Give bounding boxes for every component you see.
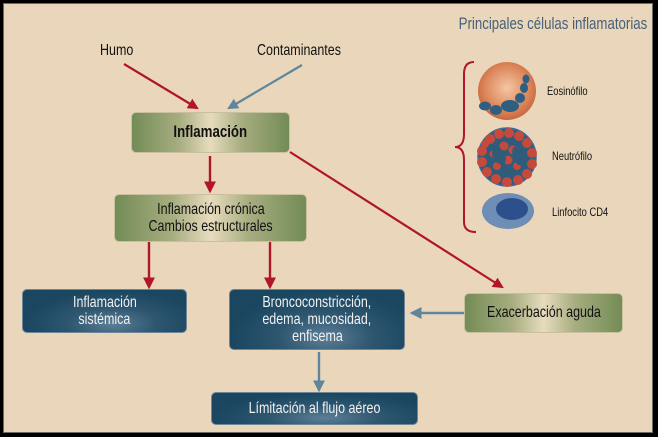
node-systemic-line2: sistémica [78,311,131,328]
legend-title-text: Principales células inflamatorias [458,14,648,33]
node-exacerbation-label: Exacerbación aguda [486,304,601,322]
node-broncho-line3: enfisema [291,328,343,346]
node-systemic-line1: Inflamación [72,293,137,311]
legend-brace [454,61,477,233]
node-broncho-line2: edema, mucosidad, [262,310,372,328]
smoke-label: Humo [100,42,134,59]
node-airflow-limitation: Límitación al flujo aéreo [211,392,418,425]
node-airflow-label: Límitación al flujo aéreo [248,399,381,417]
legend-label-lymphocyte: Linfocito CD4 [552,205,624,219]
lymphocyte-label: Linfocito CD4 [552,205,609,219]
neutrophil-icon [477,127,537,187]
arrow-smoke-to-inflammation [123,63,199,110]
legend-label-eosinophil: Eosinófilo [547,84,607,98]
legend-title: Principales células inflamatorias [432,14,658,34]
node-chronic-line1: Inflamación crónica [156,200,265,218]
pollutants-label: Contaminantes [257,42,341,59]
neutrophil-label: Neutrófilo [552,149,593,163]
source-pollutants: Contaminantes [257,42,365,60]
node-chronic-line2: Cambios estructurales [148,218,273,235]
eosinophil-label: Eosinófilo [547,84,588,98]
arrow-pollutants-to-inflammation [227,64,303,110]
arrows-layer [123,61,537,393]
node-broncho-line1: Broncoconstricción, [262,293,372,311]
source-smoke: Humo [100,42,143,60]
arrow-inflammation-to-exacerbation [289,151,504,289]
lymphocyte-cd4-icon [482,193,534,229]
node-inflammation-label: Inflamación [173,122,248,142]
diagram-canvas: Principales células inflamatorias Eosinó… [3,3,653,433]
eosinophil-icon [478,62,536,120]
node-inflammation: Inflamación [131,112,290,153]
node-chronic-inflammation: Inflamación crónica Cambios estructurale… [114,194,307,242]
legend-label-neutrophil: Neutrófilo [552,149,603,163]
node-systemic-inflammation: Inflamación sistémica [22,289,187,333]
node-acute-exacerbation: Exacerbación aguda [464,293,623,333]
node-bronchoconstriction: Broncoconstricción, edema, mucosidad, en… [229,289,405,350]
